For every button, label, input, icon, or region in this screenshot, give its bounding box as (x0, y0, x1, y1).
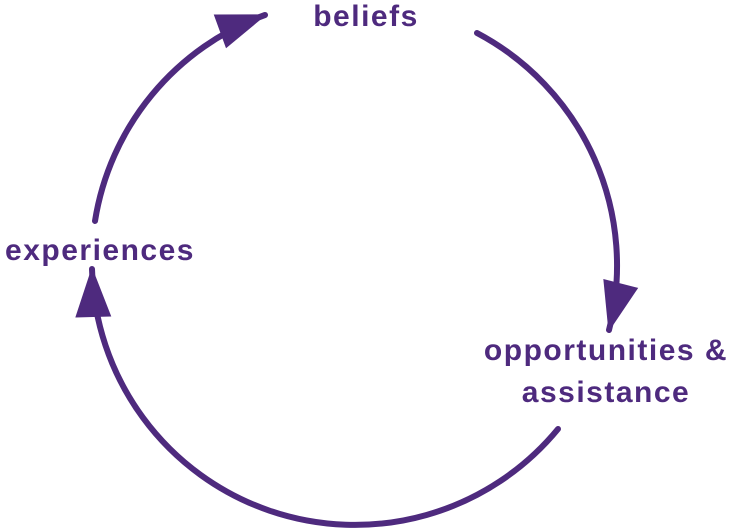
node-label-opportunities-assistance: opportunities & assistance (484, 330, 728, 414)
arc-experiences-to-beliefs (92, 12, 268, 224)
node-label-experiences: experiences (5, 234, 195, 267)
opportunities-label-line2: assistance (521, 376, 691, 409)
opportunities-label-line1: opportunities & (483, 334, 729, 367)
arc-beliefs-to-opportunities (474, 30, 639, 333)
arc-opportunities-to-experiences (75, 266, 561, 528)
node-label-beliefs: beliefs (313, 0, 419, 33)
